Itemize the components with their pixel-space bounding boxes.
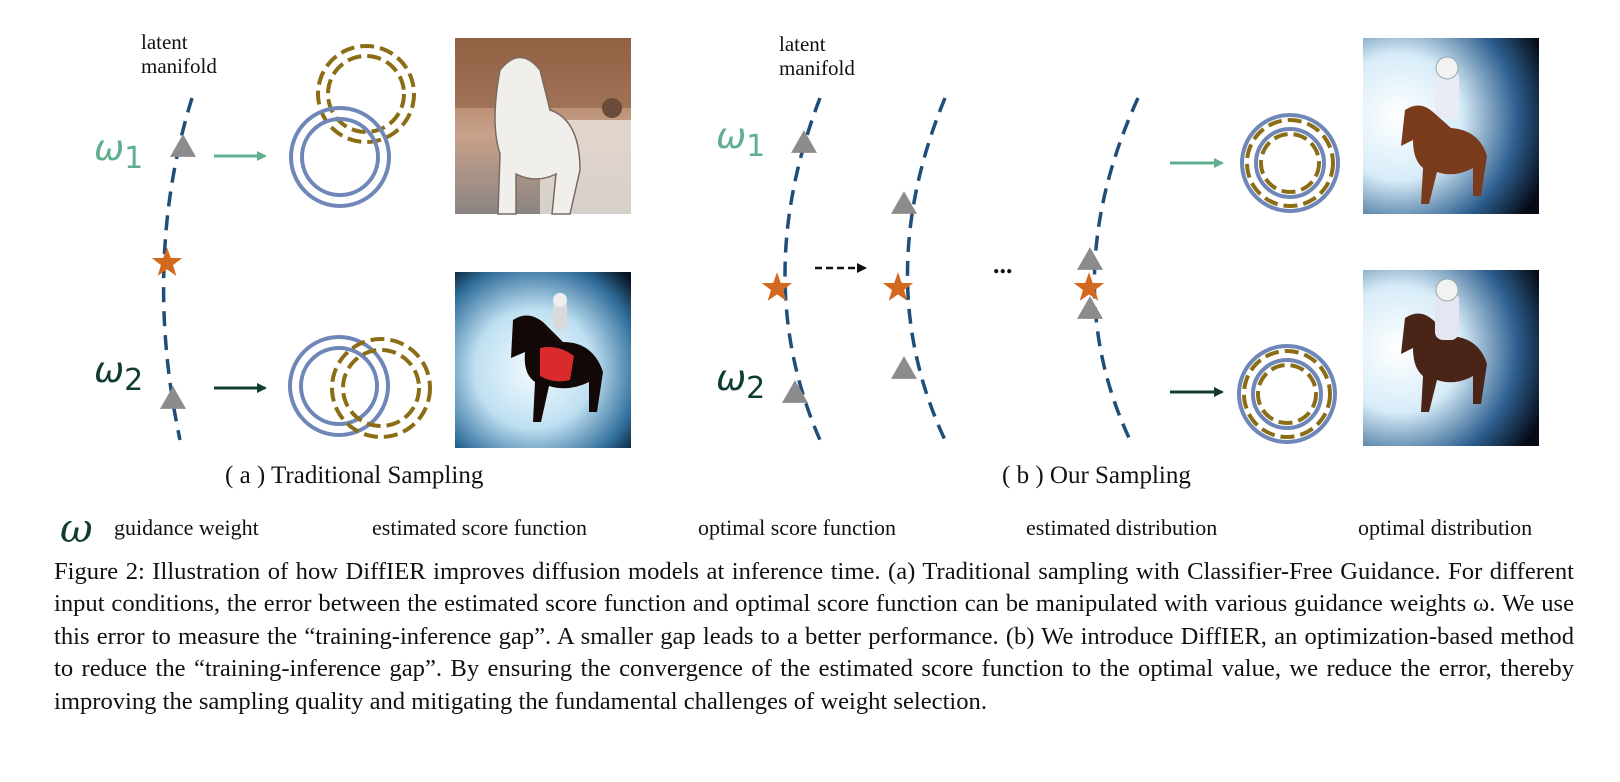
- panel-b-label: ( b ) Our Sampling: [1002, 462, 1191, 489]
- figure-2: latent manifold ω1 ω2 ( a ) Traditional …: [60, 30, 1539, 552]
- generated-image-a2: [455, 272, 631, 448]
- omega2-label-a: ω2: [94, 350, 144, 398]
- estimated-score-triangle-b4: [891, 356, 917, 379]
- generated-image-b2: [1363, 270, 1539, 446]
- optimal-score-star-b1: [761, 272, 793, 301]
- optimal-distribution-b1: [1240, 113, 1340, 213]
- estimated-score-triangle-b5: [1077, 247, 1103, 270]
- estimated-score-triangle-a2: [160, 386, 186, 409]
- manifold-label-b: latent manifold: [779, 32, 855, 80]
- optimal-score-star-a: [151, 247, 183, 276]
- omega1-label-a: ω1: [94, 128, 144, 176]
- estimated-distribution-b2: [1242, 349, 1332, 439]
- legend-estimated-score: estimated score function: [372, 515, 588, 540]
- panel-a-label: ( a ) Traditional Sampling: [225, 462, 484, 489]
- figure-canvas: [151, 38, 1539, 448]
- estimated-score-triangle-b2: [782, 380, 808, 403]
- latent-manifold-b2: [905, 97, 947, 441]
- omega2-label-b: ω2: [716, 358, 766, 406]
- estimated-distribution-b1: [1245, 118, 1335, 208]
- legend-optimal-score: optimal score function: [698, 515, 896, 540]
- estimated-score-triangle-a1: [170, 134, 196, 157]
- legend-guidance-weight: guidance weight: [114, 515, 259, 540]
- estimated-distribution-a2: [330, 337, 432, 439]
- manifold-label-a: latent manifold: [141, 30, 217, 78]
- generated-image-a1: [455, 38, 631, 215]
- estimated-score-triangle-b1: [791, 130, 817, 153]
- legend-estimated-distribution: estimated distribution: [1026, 515, 1218, 540]
- optimal-distribution-a2: [288, 335, 390, 437]
- latent-manifold-b3: [1092, 97, 1140, 441]
- legend-omega-icon: ω: [60, 506, 93, 552]
- generated-image-b1: [1363, 38, 1539, 214]
- optimal-distribution-b2: [1237, 344, 1337, 444]
- estimated-distribution-a1: [316, 44, 416, 144]
- omega1-label-b: ω1: [716, 116, 766, 164]
- optimal-score-star-b3: [1073, 272, 1105, 301]
- ellipsis: ...: [993, 250, 1013, 279]
- optimal-distribution-a1: [289, 106, 391, 208]
- figure-caption: Figure 2: Illustration of how DiffIER im…: [54, 558, 1574, 715]
- legend-optimal-distribution: optimal distribution: [1358, 515, 1533, 540]
